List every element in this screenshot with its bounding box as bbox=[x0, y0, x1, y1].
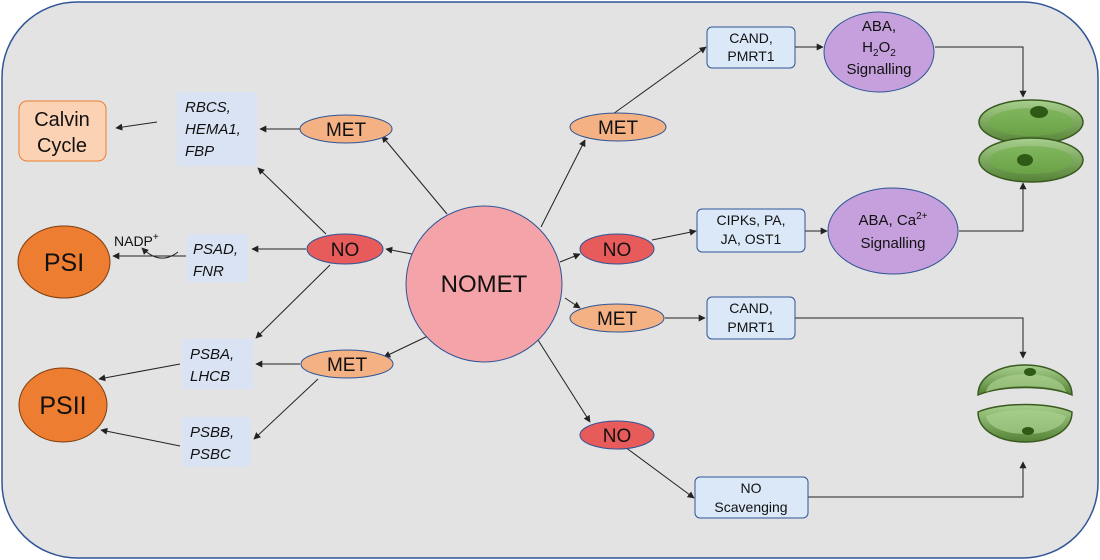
gene-label: PSBC bbox=[190, 446, 231, 463]
gene-box-calvin: RBCS, HEMA1, FBP bbox=[177, 92, 257, 166]
met-label: MET bbox=[598, 118, 639, 139]
signal-label: Signalling bbox=[860, 235, 925, 252]
gene-label: LHCB bbox=[190, 368, 230, 385]
nadp-label: NADP+ bbox=[114, 232, 159, 249]
cipk-box: CIPKs, PA, JA, OST1 bbox=[696, 208, 806, 253]
cand-label: CAND, bbox=[729, 300, 773, 316]
signal-label: ABA, Ca2+ bbox=[859, 211, 928, 229]
gene-label: HEMA1, bbox=[185, 121, 241, 138]
gene-label: PSAD, bbox=[193, 241, 238, 258]
nomet-label: NOMET bbox=[441, 271, 528, 298]
met-node-right-top: MET bbox=[569, 112, 667, 142]
scavenging-label: NO bbox=[741, 480, 762, 496]
cand-box-bottom: CAND, PMRT1 bbox=[706, 296, 796, 340]
h2o2-label: H2O2 bbox=[862, 39, 896, 59]
no-node-right-top: NO bbox=[579, 233, 655, 265]
gene-box-psbb: PSBB, PSBC bbox=[182, 417, 251, 467]
nadp-superscript: + bbox=[153, 232, 159, 243]
chloroplast-icon-closed bbox=[978, 99, 1084, 183]
gene-label: FBP bbox=[185, 143, 214, 160]
met-label: MET bbox=[326, 120, 367, 141]
connectors bbox=[98, 43, 1027, 499]
met-node-left-top: MET bbox=[299, 114, 393, 144]
calvin-cycle-box: Calvin Cycle bbox=[18, 100, 107, 162]
calvin-label: Cycle bbox=[37, 135, 87, 157]
no-label: NO bbox=[603, 426, 632, 447]
ca-superscript: 2+ bbox=[916, 211, 928, 222]
met-node-left-bottom: MET bbox=[300, 349, 394, 379]
gene-box-psi: PSAD, FNR bbox=[187, 234, 248, 282]
gene-label: RBCS, bbox=[185, 99, 231, 116]
cipk-label: CIPKs, PA, bbox=[717, 212, 786, 228]
calvin-label: Calvin bbox=[34, 109, 90, 131]
psi-node: PSI bbox=[17, 225, 111, 299]
met-label: MET bbox=[327, 355, 368, 376]
no-label: NO bbox=[603, 240, 632, 261]
signal-label: Signalling bbox=[846, 61, 911, 78]
no-node-right-bottom: NO bbox=[579, 420, 655, 450]
aba-h2o2-signalling-node: ABA, H2O2 Signalling bbox=[823, 11, 935, 93]
met-node-right-bottom: MET bbox=[569, 303, 665, 333]
met-label: MET bbox=[597, 309, 638, 330]
psi-label: PSI bbox=[44, 249, 84, 277]
gene-box-psba: PSBA, LHCB bbox=[182, 339, 253, 389]
gene-label: PSBB, bbox=[190, 424, 234, 441]
aba-ca-signalling-node: ABA, Ca2+ Signalling bbox=[827, 187, 959, 275]
psii-node: PSII bbox=[18, 367, 108, 443]
nomet-node: NOMET bbox=[405, 205, 563, 363]
cand-label: PMRT1 bbox=[727, 319, 774, 335]
gene-label: PSBA, bbox=[190, 346, 234, 363]
no-label: NO bbox=[331, 240, 360, 261]
psii-label: PSII bbox=[39, 392, 86, 420]
signal-label: ABA, bbox=[862, 18, 896, 35]
cand-box-top: CAND, PMRT1 bbox=[706, 26, 796, 69]
scavenging-box: NO Scavenging bbox=[694, 476, 809, 519]
scavenging-label: Scavenging bbox=[714, 499, 787, 515]
cand-label: CAND, bbox=[729, 30, 773, 46]
gene-label: FNR bbox=[193, 263, 224, 280]
no-node-left: NO bbox=[306, 233, 384, 265]
cipk-label: JA, OST1 bbox=[721, 231, 782, 247]
cand-label: PMRT1 bbox=[727, 48, 774, 64]
chloroplast-icon-open bbox=[977, 364, 1073, 443]
